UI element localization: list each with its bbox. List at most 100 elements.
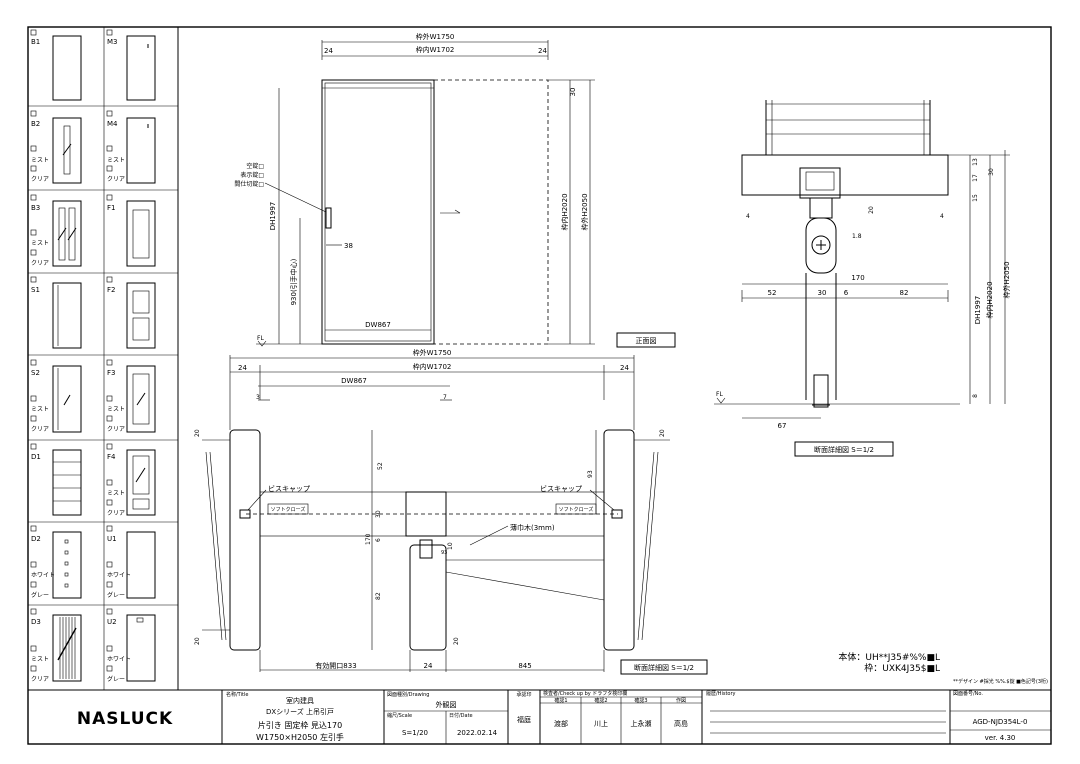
catalog-item-b3: B3 ミスト クリア <box>30 194 82 267</box>
catalog-item-b2: B2 ミスト クリア <box>30 110 82 184</box>
title-checker-2: 川上 <box>594 719 608 728</box>
front-dim-30: 30 <box>569 88 577 97</box>
title-scale: S=1/20 <box>402 729 428 737</box>
catalog-opt: ミスト <box>31 157 49 164</box>
plan-dim-52: 52 <box>377 462 384 470</box>
catalog-opt: クリア <box>107 426 125 433</box>
catalog-opt: クリア <box>107 510 125 517</box>
section-floor-level: FL <box>716 391 723 398</box>
section-dim-20: 20 <box>868 206 875 214</box>
front-dim-24b: 24 <box>538 47 547 55</box>
company-logo: NASLUCK <box>77 709 173 729</box>
catalog-code: F2 <box>107 286 115 294</box>
front-dim-38: 38 <box>344 242 353 250</box>
section-dim-67: 67 <box>778 422 787 430</box>
title-name-header: 名称/Title <box>226 691 248 698</box>
catalog-opt: グレー <box>107 675 125 683</box>
catalog-opt: ミスト <box>31 656 49 663</box>
plan-soft-close-right: ソフトクローズ <box>559 506 594 513</box>
section-dim-30: 30 <box>988 168 995 176</box>
section-inner-height: 枠内H2020 <box>985 281 994 318</box>
front-inner-height: 枠内H2020 <box>560 193 569 230</box>
plan-dim-24a: 24 <box>238 364 247 372</box>
plan-dim-6: 6 <box>375 538 382 542</box>
front-outer-height: 枠外H2050 <box>580 193 589 230</box>
catalog-code: B2 <box>31 120 40 128</box>
title-dept: 福庭 <box>517 715 531 724</box>
catalog-opt: クリア <box>31 426 49 433</box>
front-inner-width: 枠内W1702 <box>416 45 455 54</box>
spec-note: **デザイン #採光 %%.$錠 ■色記号(3桁) <box>953 678 1048 685</box>
catalog-item-u2: U2 ホワイト グレー <box>106 608 156 683</box>
section-dim-170: 170 <box>851 274 864 282</box>
plan-dim-20d: 20 <box>453 637 460 645</box>
section-dim-1-8: 1.8 <box>852 233 862 240</box>
title-name-2: DXシリーズ 上吊引戸 <box>266 707 334 716</box>
catalog-opt: ミスト <box>31 406 49 413</box>
title-checker-1: 渡部 <box>554 719 568 728</box>
plan-door-width: DW867 <box>341 377 367 385</box>
section-head-frame <box>741 154 949 196</box>
plan-dim-24b: 24 <box>620 364 629 372</box>
catalog-opt: クリア <box>31 176 49 183</box>
plan-dim-20a: 20 <box>194 429 201 437</box>
catalog-opt: ホワイト <box>107 572 131 579</box>
title-block: NASLUCK 名称/Title 室内建具 DXシリーズ 上吊引戸 片引き 固定… <box>77 690 1051 744</box>
title-checker-4: 高島 <box>674 719 688 728</box>
title-role-3: 確認3 <box>634 697 647 704</box>
front-elevation: 枠外W1750 枠内W1702 24 24 空錠□ 表示錠□ 間仕切錠□ DH1… <box>234 32 676 348</box>
catalog-opt: ホワイト <box>107 656 131 663</box>
section-outer-height: 枠外H2050 <box>1002 261 1011 298</box>
plan-dim-24c: 24 <box>424 662 433 670</box>
catalog-opt: グレー <box>107 591 125 599</box>
catalog-code: D1 <box>31 453 41 461</box>
title-version: ver. 4.30 <box>985 734 1016 742</box>
catalog-item-d3: D3 ミスト クリア <box>30 608 82 683</box>
catalog-code: M3 <box>107 38 118 46</box>
front-door-height: DH1997 <box>269 202 277 230</box>
catalog-opt: ホワイト <box>31 572 55 579</box>
title-history-header: 履歴/History <box>706 691 736 697</box>
title-drawing-header: 図面種別/Drawing <box>387 691 429 698</box>
plan-view-label: 断面詳細図 S＝1/2 <box>634 663 694 672</box>
title-name-1: 室内建具 <box>286 696 314 705</box>
title-date: 2022.02.14 <box>457 729 498 737</box>
front-door-width: DW867 <box>365 321 391 329</box>
plan-section: 枠外W1750 枠内W1702 24 24 DW867 3 7 20 20 20 <box>194 348 708 675</box>
title-scale-header: 縮尺/Scale <box>387 712 412 719</box>
section-dim-17: 17 <box>972 174 979 182</box>
catalog-item-d2: D2 ホワイト グレー <box>30 525 82 599</box>
section-dim-82: 82 <box>900 289 909 297</box>
plan-dim-20b: 20 <box>194 637 201 645</box>
catalog-code: F1 <box>107 204 115 212</box>
plan-dim-82: 82 <box>375 592 382 600</box>
title-role-4: 作図 <box>676 697 686 704</box>
catalog-opt: グレー <box>31 591 49 599</box>
section-dim-15: 15 <box>972 194 979 202</box>
front-handle-height: 930(引手中心) <box>289 258 298 305</box>
plan-dim-93s: 93 <box>441 550 447 556</box>
section-dim-52: 52 <box>768 289 777 297</box>
catalog-opt: ミスト <box>107 157 125 164</box>
catalog-opt: ミスト <box>107 490 125 497</box>
catalog-code: M4 <box>107 120 118 128</box>
section-dim-30b: 30 <box>818 289 827 297</box>
section-dim-4a: 4 <box>746 213 750 220</box>
spec-body: 本体：UH**J35#%%■L <box>838 651 940 663</box>
plan-dim-845: 845 <box>518 662 531 670</box>
title-role-2: 確認2 <box>594 697 607 704</box>
title-dept-header: 承認印 <box>516 691 531 698</box>
catalog-item-u1: U1 ホワイト グレー <box>106 525 156 599</box>
catalog-code: U2 <box>107 618 117 626</box>
catalog-item-f1: F1 <box>106 194 156 267</box>
plan-inner-width: 枠内W1702 <box>413 362 452 371</box>
title-role-1: 確認1 <box>554 697 567 704</box>
section-dim-13: 13 <box>972 158 979 166</box>
catalog-code: F4 <box>107 453 116 461</box>
title-drawing: 外観図 <box>436 700 457 709</box>
plan-right-jamb <box>603 429 635 651</box>
plan-screw-right: ビスキャップ <box>540 484 582 493</box>
catalog-item-f4: F4 ミスト クリア <box>106 443 156 517</box>
front-lock-2: 表示錠□ <box>240 171 264 179</box>
catalog-opt: クリア <box>107 176 125 183</box>
